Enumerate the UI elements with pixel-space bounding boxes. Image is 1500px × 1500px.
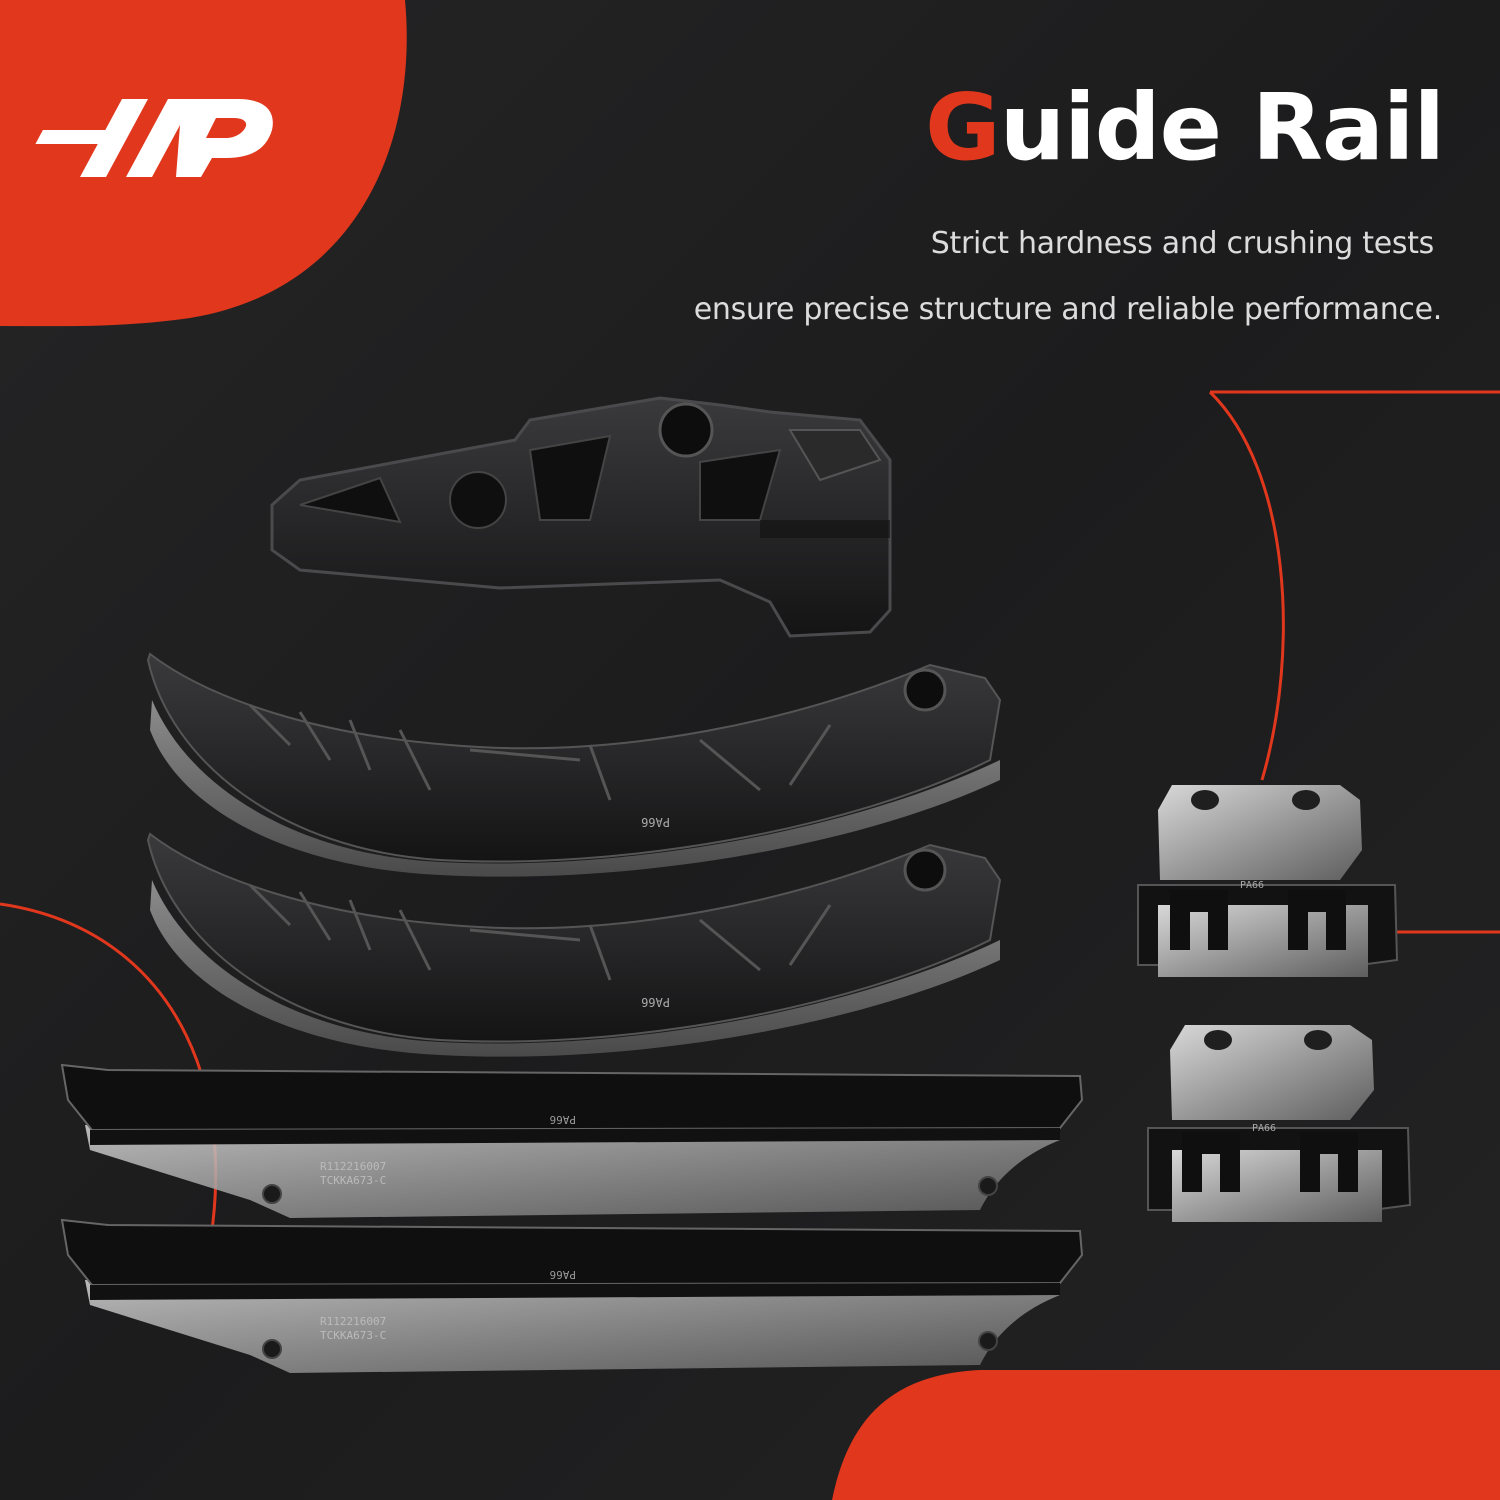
straight-guide-rail-upper: PA66 R112216007 TCKKA673-C [60,1063,1084,1218]
curved-guide-rail-upper: PA66 [146,652,1002,877]
tensioner-arm [270,396,892,638]
lower-straight-rail-code-2: TCKKA673-C [320,1329,386,1342]
clip-lower-mark: PA66 [1252,1123,1276,1134]
upper-straight-rail-code-1: R112216007 [320,1160,386,1173]
subtitle-line-1: Strict hardness and crushing tests [930,226,1435,261]
lower-straight-rail-code-1: R112216007 [320,1315,386,1328]
subtitle-line-2: ensure precise structure and reliable pe… [693,292,1443,327]
upper-rail-mark-1: PA66 [641,815,670,829]
clip-guide-lower: PA66 [1147,1025,1412,1222]
upper-straight-rail-mark: PA66 [550,1113,577,1126]
upper-straight-rail-code-2: TCKKA673-C [320,1174,386,1187]
title-rest: uide Rail [999,74,1445,181]
brand-logo-icon [35,99,273,177]
straight-guide-rail-lower: PA66 R112216007 TCKKA673-C [60,1218,1084,1373]
clip-upper-mark: PA66 [1240,880,1264,891]
title-accent-letter: G [925,74,1001,181]
arc-line-left [0,902,218,1291]
corner-shape-bottom-right [832,1370,1500,1500]
page-title: Guide Rail [925,82,1445,174]
upper-rail-mark-2: PA66 [641,995,670,1009]
lower-straight-rail-mark: PA66 [550,1268,577,1281]
clip-guide-upper: PA66 [1137,785,1399,977]
curved-guide-rail-lower: PA66 [146,832,1002,1057]
